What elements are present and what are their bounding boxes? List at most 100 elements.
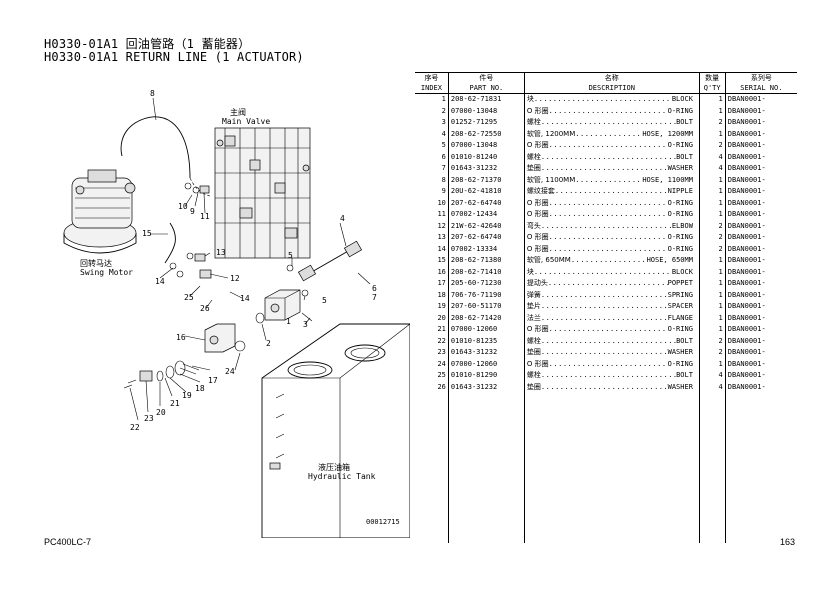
description-leader-dots	[541, 117, 676, 129]
cell-part-no: 01010-81240	[447, 151, 525, 163]
cell-part-no: 07000-13048	[447, 140, 525, 152]
cell-qty: 2	[698, 243, 726, 255]
header-index-cn: 序号	[415, 72, 449, 83]
description-leader-dots	[541, 301, 668, 313]
description-cn: 弹簧	[526, 290, 541, 299]
cell-index: 2	[441, 106, 446, 115]
cell-serial: DBAN0001-	[724, 232, 797, 244]
cell-part-no: 07000-12060	[447, 324, 525, 336]
description-cn: O 形圈	[526, 325, 549, 333]
cell-part-no: 01010-81290	[447, 370, 525, 382]
description-leader-dots	[549, 198, 668, 210]
cell-qty: 4	[698, 370, 726, 382]
description-leader-dots	[534, 94, 672, 106]
callout-22: 22	[130, 423, 140, 432]
callout-24: 24	[225, 367, 235, 376]
callout-14-lower: 14	[240, 294, 250, 303]
callout-1: 1	[286, 317, 291, 326]
cell-qty: 4	[698, 163, 726, 175]
description-leader-dots	[541, 382, 668, 394]
description-leader-dots	[541, 221, 672, 233]
description-en: O-RING	[667, 141, 693, 149]
cell-description: 块BLOCK	[523, 266, 700, 278]
callout-23: 23	[144, 414, 154, 423]
cell-part-no: 01010-81235	[447, 335, 525, 347]
description-en: WASHER	[667, 382, 693, 391]
description-cn: O 形圈	[526, 141, 549, 149]
cell-index: 21	[437, 325, 446, 333]
cell-index: 9	[441, 187, 446, 195]
callout-5-upper: 5	[288, 251, 293, 260]
cell-qty: 1	[698, 128, 726, 140]
cell-index: 1	[441, 95, 446, 103]
description-cn: 软管, 1100MM	[526, 175, 576, 184]
cell-part-no: 01643-31232	[447, 381, 525, 393]
cell-serial: DBAN0001-	[724, 301, 797, 313]
description-leader-dots	[541, 152, 676, 164]
description-cn: 弯头	[526, 221, 541, 230]
block-16-drawing	[123, 323, 246, 389]
description-cn: 垫圈	[526, 348, 541, 356]
parts-table: 序号 件号 名称 数量 系列号 INDEX PART NO. DESCRIPTI…	[415, 72, 797, 543]
callout-10: 10	[178, 202, 188, 211]
cell-description: 垫片SPACER	[523, 301, 700, 313]
model-number: PC400LC-7	[44, 537, 92, 547]
cell-qty: 1	[698, 209, 726, 221]
description-cn: 块	[526, 267, 534, 276]
cell-qty: 1	[698, 266, 726, 278]
page-title-cn: H0330-01A1 回油管路（1 蓄能器）	[44, 37, 251, 51]
cell-description: 软管, 650MMHOSE, 650MM	[523, 255, 700, 267]
description-cn: O 形圈	[526, 106, 549, 115]
cell-serial: DBAN0001-	[724, 128, 797, 140]
description-en: O-RING	[667, 106, 693, 115]
description-en: NIPPLE	[667, 187, 693, 195]
callout-5-lower: 5	[322, 296, 327, 305]
cell-index: 11	[437, 210, 446, 218]
cell-index: 7	[441, 164, 446, 172]
cell-part-no: 07000-13048	[447, 105, 525, 117]
callout-13: 13	[216, 248, 226, 257]
cell-qty: 4	[698, 151, 726, 163]
cell-qty: 1	[698, 278, 726, 290]
description-en: HOSE, 1200MM	[642, 129, 693, 138]
callout-7: 7	[372, 293, 377, 302]
callout-16: 16	[176, 333, 186, 342]
cell-index: 26	[437, 382, 446, 391]
hydraulic-tank-label-en: Hydraulic Tank	[308, 472, 376, 481]
description-cn: 块	[526, 95, 534, 103]
cell-description: 螺栓BOLT	[523, 117, 700, 129]
description-en: BOLT	[676, 336, 693, 345]
description-en: BLOCK	[671, 95, 693, 103]
hose-15	[164, 222, 176, 264]
cell-part-no: 07000-12060	[447, 358, 525, 370]
cell-index: 5	[441, 141, 446, 149]
description-leader-dots	[549, 244, 668, 256]
description-cn: 垫圈	[526, 382, 541, 391]
cell-part-no: 205-60-71230	[447, 278, 525, 290]
cell-index: 4	[441, 129, 446, 138]
description-en: ELBOW	[671, 221, 693, 230]
table-header-cn: 序号 件号 名称 数量 系列号	[415, 72, 797, 83]
cell-index: 13	[437, 233, 446, 241]
description-leader-dots	[541, 290, 668, 302]
callout-14-upper: 14	[155, 277, 165, 286]
leader-lines	[129, 97, 371, 421]
description-en: O-RING	[667, 325, 693, 333]
cell-part-no: 21W-62-42640	[447, 220, 525, 232]
cell-part-no: 208-62-71380	[447, 255, 525, 267]
main-valve-label-en: Main Valve	[222, 117, 270, 126]
description-en: BOLT	[676, 371, 693, 379]
description-en: SPACER	[667, 302, 693, 310]
cell-serial: DBAN0001-	[724, 266, 797, 278]
cell-qty: 1	[698, 93, 726, 106]
